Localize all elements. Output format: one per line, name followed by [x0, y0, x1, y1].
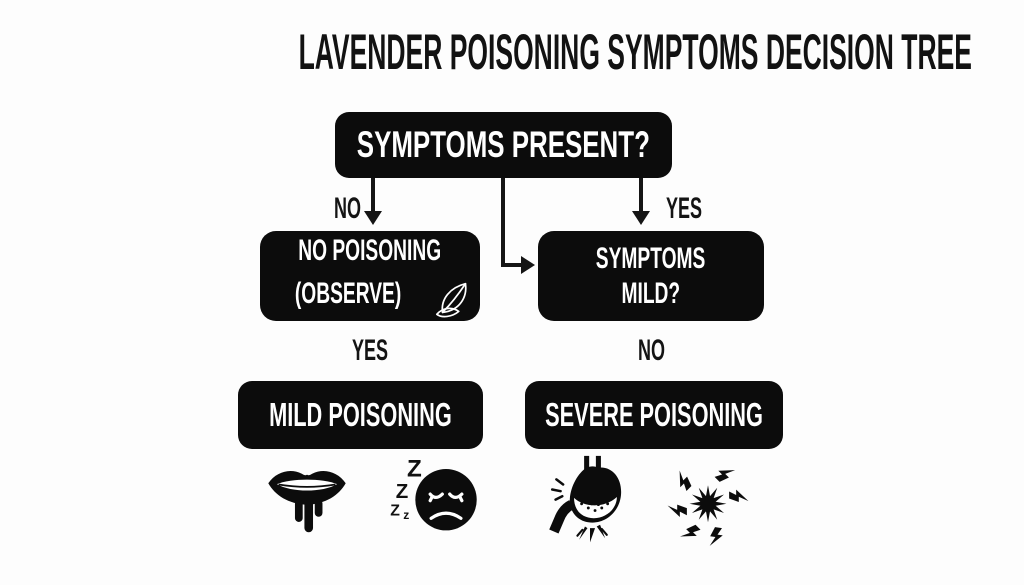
node-symptoms-mild-line1: SYMPTOMS: [596, 241, 706, 275]
sleep-z4: z: [403, 508, 409, 522]
stomach-pain-icon: [549, 455, 622, 543]
connector-no-arrowhead: [364, 211, 382, 225]
connector-yes-line: [639, 178, 643, 212]
page-title: LAVENDER POISONING SYMPTOMS DECISION TRE…: [0, 27, 1024, 77]
sleep-z2: Z: [396, 480, 409, 503]
page-title-text: LAVENDER POISONING SYMPTOMS DECISION TRE…: [298, 24, 972, 80]
node-symptoms-present: SYMPTOMS PRESENT?: [335, 112, 672, 178]
leaf-icon: [436, 282, 467, 317]
node-mild-poisoning-label: MILD POISONING: [269, 396, 452, 433]
edge-label-no: NO: [333, 192, 361, 225]
drooling-mouth-icon: [268, 471, 346, 533]
sleep-z1: Z: [407, 456, 422, 482]
connector-yes-arrowhead: [632, 211, 650, 225]
sleep-z3: Z: [390, 503, 400, 520]
node-no-poisoning-line2: (OBSERVE): [294, 277, 402, 310]
node-no-poisoning-line1: NO POISONING: [298, 234, 442, 268]
drowsy-face-icon: Z Z Z z: [390, 456, 477, 531]
connector-elbow-horizontal: [501, 263, 522, 267]
node-severe-poisoning-label: SEVERE POISONING: [545, 396, 763, 433]
node-severe-poisoning: SEVERE POISONING: [525, 381, 783, 449]
connector-elbow-vertical: [501, 178, 505, 267]
node-symptoms-mild-line2: MILD?: [621, 277, 681, 310]
node-symptoms-present-label: SYMPTOMS PRESENT?: [356, 124, 651, 165]
connector-no-line: [371, 178, 375, 212]
edge-label-mild-yes: YES: [351, 334, 389, 367]
connector-elbow-arrowhead: [521, 256, 535, 274]
node-no-poisoning: NO POISONING (OBSERVE): [260, 231, 480, 321]
edge-label-yes: YES: [665, 192, 703, 225]
pain-burst-icon: [667, 461, 749, 546]
node-symptoms-mild: SYMPTOMS MILD?: [538, 231, 764, 321]
node-mild-poisoning: MILD POISONING: [238, 381, 483, 449]
edge-label-severe-no: NO: [637, 334, 665, 367]
